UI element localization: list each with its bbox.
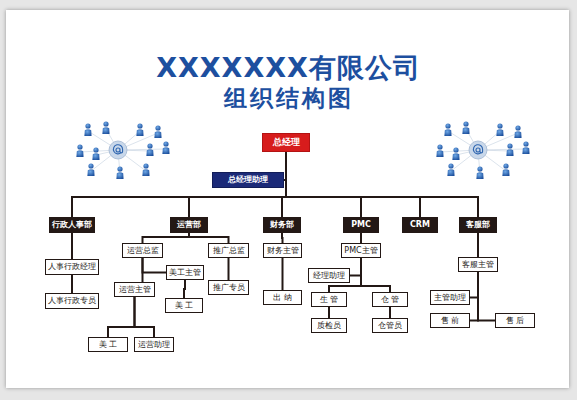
- node-label: 运营主管: [119, 286, 151, 294]
- position-box: 主管助理: [430, 290, 470, 305]
- node-label: 推广专员: [213, 284, 245, 292]
- org-connector: [286, 152, 478, 217]
- position-box: 人事行政专员: [45, 293, 99, 309]
- position-box: 经理助理: [308, 268, 350, 283]
- position-box: 质检员: [311, 318, 347, 333]
- node-label: 行政人事部: [52, 221, 92, 229]
- org-connector: [350, 258, 361, 276]
- org-connector: [360, 233, 362, 243]
- node-label: CRM: [410, 221, 430, 229]
- position-box: 美工主管: [166, 265, 204, 280]
- node-label: 仓 管: [381, 296, 400, 304]
- org-connector: [282, 258, 284, 290]
- org-connector: [72, 152, 286, 217]
- org-connector: [143, 258, 167, 273]
- org-connector: [477, 233, 479, 257]
- node-label: 运营部: [177, 221, 201, 229]
- position-box: 美 工: [88, 337, 128, 352]
- assistant-box: 总经理助理: [212, 172, 284, 188]
- node-label: 运营总监: [127, 247, 159, 255]
- org-connector: [286, 152, 420, 217]
- position-box: PMC主管: [341, 243, 381, 258]
- org-connector: [328, 307, 330, 318]
- position-box: 运营助理: [134, 337, 174, 352]
- node-label: 售 前: [441, 317, 460, 325]
- node-label: 美 工: [175, 302, 194, 310]
- position-box: 推广总监: [208, 243, 249, 258]
- org-connector: [228, 258, 230, 280]
- position-box: 运营总监: [122, 243, 163, 258]
- node-label: 美 工: [99, 341, 118, 349]
- node-label: PMC主管: [344, 247, 377, 255]
- position-box: 美 工: [165, 298, 203, 313]
- position-box: 人事行政经理: [45, 259, 99, 275]
- org-connector: [470, 272, 478, 321]
- position-box: 运营主管: [114, 282, 155, 297]
- chart-title: XXXXXXX有限公司: [0, 50, 577, 86]
- department-box: CRM: [402, 217, 438, 233]
- node-label: 经理助理: [313, 272, 345, 280]
- department-box: 财务部: [263, 217, 301, 233]
- position-box: 售 后: [495, 313, 535, 328]
- node-label: 客服部: [466, 221, 490, 229]
- node-label: 质检员: [317, 322, 341, 330]
- node-label: 美工主管: [169, 269, 201, 277]
- position-box: 推广专员: [208, 280, 249, 295]
- node-label: 出 纳: [273, 294, 292, 302]
- node-label: 财务主管: [267, 247, 299, 255]
- org-connector: [143, 233, 190, 243]
- department-box: PMC: [343, 217, 379, 233]
- org-connector: [361, 258, 390, 292]
- node-label: 财务部: [270, 221, 294, 229]
- org-connector: [281, 233, 284, 243]
- node-label: 仓管员: [378, 322, 402, 330]
- position-box: 仓管员: [372, 318, 408, 333]
- org-connector: [184, 280, 185, 298]
- position-box: 生 管: [311, 292, 347, 307]
- left-people-icons: [76, 121, 169, 179]
- node-label: 主管助理: [434, 294, 466, 302]
- position-box: 出 纳: [263, 290, 302, 305]
- org-connector: [108, 297, 135, 337]
- chart-subtitle: 组织结构图: [0, 83, 577, 114]
- org-connector: [478, 272, 495, 321]
- node-label: 推广总监: [213, 247, 245, 255]
- node-label: 客服主管: [462, 261, 494, 269]
- ceo-box: 总经理: [262, 133, 310, 152]
- department-box: 行政人事部: [49, 217, 95, 233]
- org-connector: [71, 275, 73, 293]
- org-connector: [470, 272, 478, 298]
- org-connector: [286, 152, 361, 217]
- department-box: 运营部: [170, 217, 208, 233]
- org-connector: [389, 307, 391, 318]
- position-box: 财务主管: [263, 243, 302, 258]
- node-label: 生 管: [320, 296, 339, 304]
- node-label: 人事行政经理: [48, 263, 96, 271]
- position-box: 客服主管: [458, 257, 498, 272]
- node-label: 人事行政专员: [48, 297, 96, 305]
- org-connector: [71, 233, 73, 259]
- org-connector: [142, 258, 144, 282]
- department-box: 客服部: [459, 217, 497, 233]
- org-connector: [189, 233, 229, 243]
- node-label: 运营助理: [138, 341, 170, 349]
- right-people-icons: [436, 121, 529, 179]
- org-connector: [135, 297, 155, 337]
- position-box: 售 前: [430, 313, 470, 328]
- node-label: 总经理: [273, 138, 300, 147]
- node-label: PMC: [351, 221, 371, 229]
- org-connector: [189, 152, 286, 217]
- position-box: 仓 管: [372, 292, 408, 307]
- node-label: 总经理助理: [228, 176, 268, 184]
- node-label: 售 后: [506, 317, 525, 325]
